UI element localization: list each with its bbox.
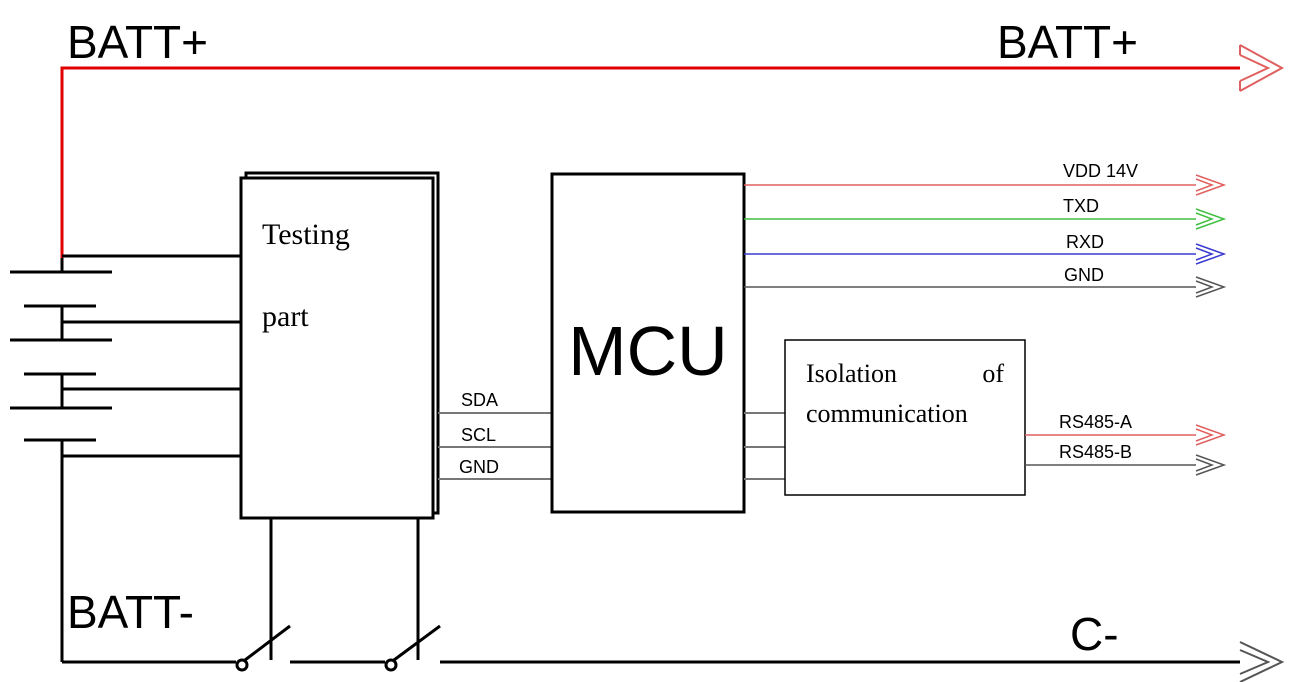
isolation-label-line2: communication [806, 399, 968, 428]
rs485-a-output [1025, 424, 1227, 446]
bus-label-gnd: GND [459, 457, 499, 477]
output-label-rxd: RXD [1066, 232, 1104, 252]
batt-minus-rail [62, 624, 1240, 672]
batt-minus-label: BATT- [67, 586, 194, 638]
isolation-box [784, 339, 1026, 496]
battery-stack [10, 258, 112, 662]
mcu-output-rxd [744, 243, 1227, 265]
mcu-isolation-wires [744, 412, 785, 480]
batt-plus-left-label: BATT+ [67, 16, 208, 68]
batt-plus-arrow [1239, 44, 1285, 92]
batt-plus-wire [60, 66, 1240, 258]
mcu-output-vdd [744, 174, 1227, 196]
mcu-label: MCU [568, 312, 727, 390]
batt-plus-right-label: BATT+ [997, 16, 1138, 68]
output-label-vdd: VDD 14V [1063, 161, 1138, 181]
testing-part-box [239, 176, 435, 520]
c-minus-label: C- [1070, 608, 1119, 660]
i2c-bus-wires [438, 412, 552, 480]
mcu-output-txd [744, 208, 1227, 230]
mcu-box [550, 172, 746, 514]
mcu-output-gnd [744, 276, 1227, 298]
rs485-b-output [1025, 454, 1227, 476]
output-label-txd: TXD [1063, 196, 1099, 216]
isolation-label-line1-b: of [982, 359, 1004, 388]
bus-label-scl: SCL [461, 425, 496, 445]
rs485-a-label: RS485-A [1059, 412, 1132, 432]
output-label-gnd: GND [1064, 265, 1104, 285]
testing-part-label-line2: part [262, 300, 309, 333]
switch-control-wires [269, 518, 420, 660]
rs485-b-label: RS485-B [1059, 442, 1132, 462]
testing-part-label-line1: Testing [262, 218, 350, 251]
bus-label-sda: SDA [461, 390, 498, 410]
isolation-label-line1-a: Isolation [806, 359, 897, 388]
c-minus-arrow [1239, 641, 1285, 682]
cell-tap-wires [62, 254, 242, 458]
